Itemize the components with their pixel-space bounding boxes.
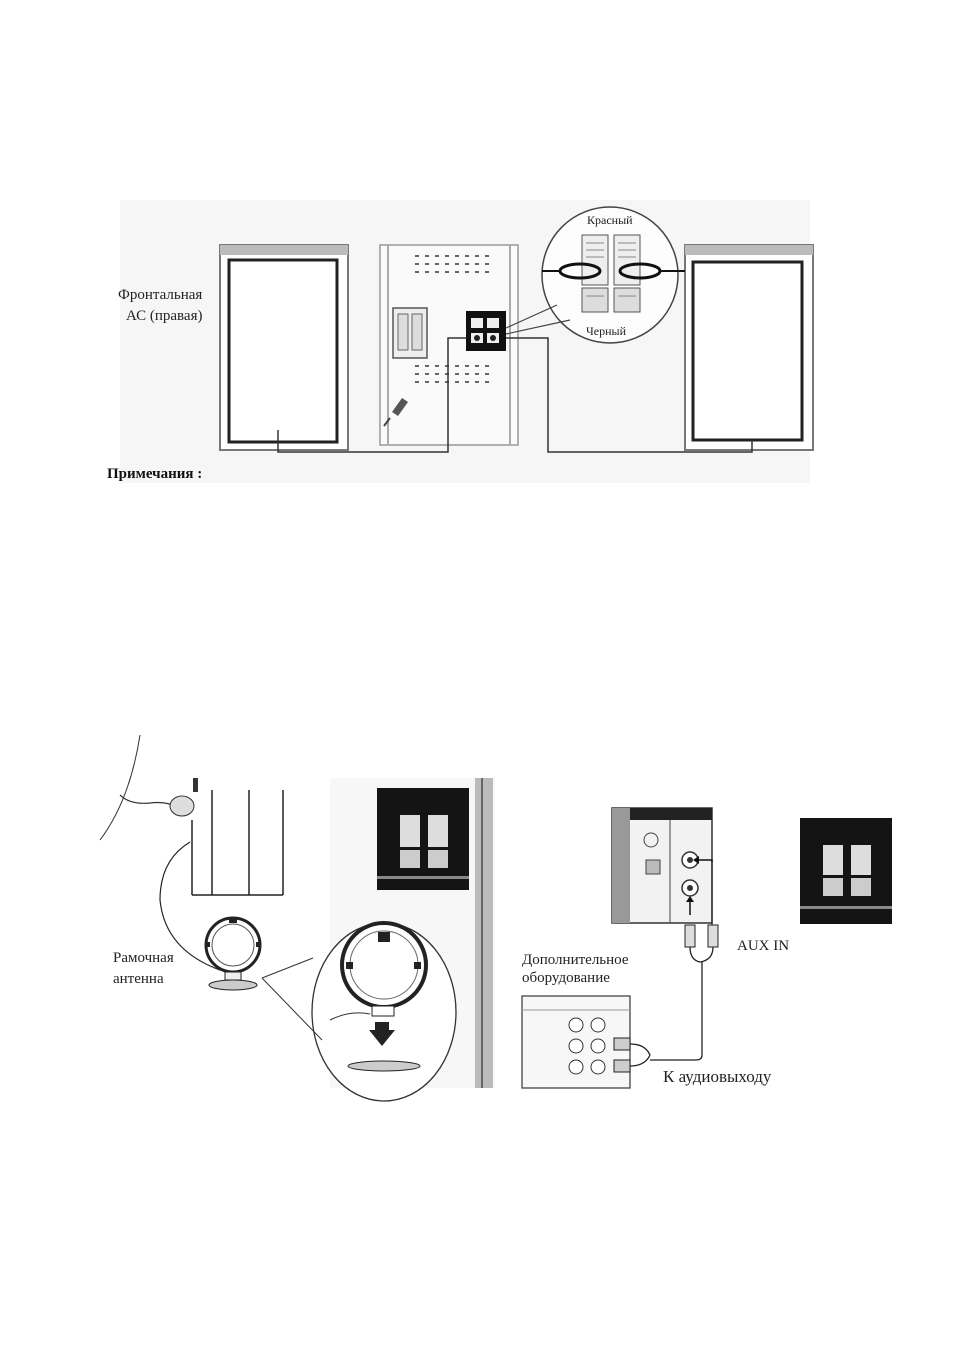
aux-in-label: AUX IN	[737, 938, 789, 955]
audio-out-label: К аудиовыходу	[663, 1067, 771, 1087]
external-equipment-label-line2: оборудование	[522, 970, 610, 987]
external-equipment-label-line1: Дополнительное	[522, 952, 629, 969]
